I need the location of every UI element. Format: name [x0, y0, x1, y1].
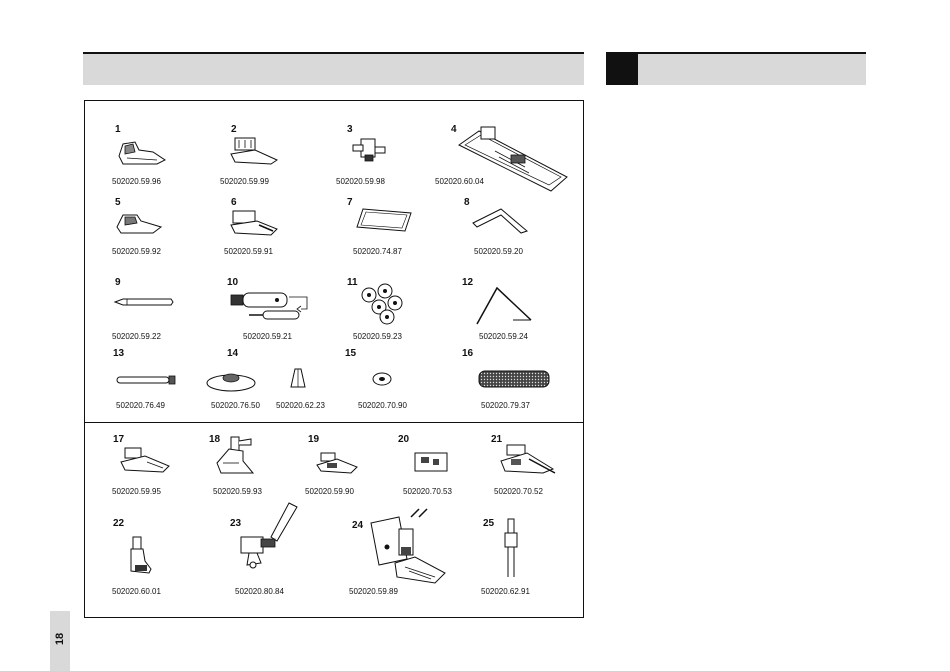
- part-code: 502020.59.21: [243, 332, 292, 341]
- item-number: 25: [483, 518, 495, 529]
- section-header-right: [606, 52, 866, 85]
- bobbins-icon: [361, 283, 403, 325]
- panel-divider: [85, 422, 583, 423]
- item-number: 23: [230, 518, 242, 529]
- part-code: 502020.79.37: [481, 401, 530, 410]
- part-code: 502020.59.90: [305, 487, 354, 496]
- part-code: 502020.59.24: [479, 332, 528, 341]
- washer-icon: [372, 372, 392, 386]
- item-number: 11: [347, 277, 358, 288]
- hemmer-foot-icon: [116, 214, 163, 234]
- part-code: 502020.70.90: [358, 401, 407, 410]
- item-number: 12: [462, 277, 474, 288]
- part-code: 502020.59.91: [224, 247, 273, 256]
- zipper-foot-icon: [230, 137, 279, 165]
- satin-foot-icon: [316, 452, 358, 474]
- overlock-foot-icon: [120, 447, 170, 473]
- seam-ripper-icon: [476, 286, 532, 325]
- quilting-foot-icon: [414, 452, 448, 472]
- part-code: 502020.59.23: [353, 332, 402, 341]
- item-number: 4: [451, 124, 457, 135]
- part-code: 502020.59.89: [349, 587, 398, 596]
- part-code: 502020.59.22: [112, 332, 161, 341]
- item-number: 19: [308, 434, 320, 445]
- spool-holder-icon: [116, 375, 176, 385]
- accessories-panel: 1 502020.59.96 2 502020.59.99 3 502020.5…: [84, 100, 584, 618]
- part-code: 502020.59.95: [112, 487, 161, 496]
- item-number: 20: [398, 434, 410, 445]
- twin-needle-icon: [504, 518, 518, 577]
- roller-foot-icon: [130, 536, 152, 574]
- part-code: 502020.59.96: [112, 177, 161, 186]
- part-code: 502020.59.98: [336, 177, 385, 186]
- spool-net-icon: [478, 370, 550, 388]
- part-code: 502020.70.53: [403, 487, 452, 496]
- item-number: 8: [464, 197, 470, 208]
- embroidery-foot-icon: [240, 502, 298, 569]
- item-number: 21: [491, 434, 503, 445]
- brush-screwdriver-icon: [230, 292, 308, 320]
- page-number-tab: 18: [50, 611, 70, 671]
- edge-guide-icon: [472, 208, 529, 234]
- item-number: 5: [115, 197, 121, 208]
- part-code: 502020.80.84: [235, 587, 284, 596]
- part-code: 502020.59.99: [220, 177, 269, 186]
- part-code: 502020.76.49: [116, 401, 165, 410]
- item-number: 16: [462, 348, 474, 359]
- header-marker-square: [606, 54, 638, 85]
- standard-foot-icon: [118, 141, 166, 165]
- item-number: 22: [113, 518, 125, 529]
- part-code: 502020.70.52: [494, 487, 543, 496]
- felt-pad-icon: [356, 208, 412, 232]
- item-number: 18: [209, 434, 221, 445]
- item-number: 6: [231, 197, 237, 208]
- part-code: 502020.76.50: [211, 401, 260, 410]
- section-header-left: [83, 52, 584, 85]
- part-code: 502020.60.04: [435, 177, 484, 186]
- part-code: 502020.60.01: [112, 587, 161, 596]
- part-code-secondary: 502020.62.23: [276, 401, 325, 410]
- item-number: 15: [345, 348, 357, 359]
- buttonhole-foot-icon: [458, 126, 568, 192]
- item-number: 24: [352, 520, 364, 531]
- item-number: 3: [347, 124, 353, 135]
- item-number: 17: [113, 434, 125, 445]
- item-number: 14: [227, 348, 239, 359]
- item-number: 13: [113, 348, 125, 359]
- item-number: 2: [231, 124, 237, 135]
- spool-disc-icon: [206, 368, 306, 392]
- part-code: 502020.62.91: [481, 587, 530, 596]
- part-code: 502020.59.93: [213, 487, 262, 496]
- edge-stitch-foot-icon: [500, 444, 556, 474]
- item-number: 1: [115, 124, 121, 135]
- blind-hem-foot-icon: [230, 210, 278, 236]
- item-number: 10: [227, 277, 239, 288]
- walking-foot-icon: [370, 508, 446, 584]
- item-number: 7: [347, 197, 353, 208]
- page-number: 18: [54, 632, 66, 646]
- part-code: 502020.59.20: [474, 247, 523, 256]
- narrow-foot-icon: [352, 138, 386, 162]
- part-code: 502020.74.87: [353, 247, 402, 256]
- part-code: 502020.59.92: [112, 247, 161, 256]
- item-number: 9: [115, 277, 121, 288]
- spool-pin-icon: [113, 298, 174, 306]
- darning-foot-icon: [216, 436, 255, 474]
